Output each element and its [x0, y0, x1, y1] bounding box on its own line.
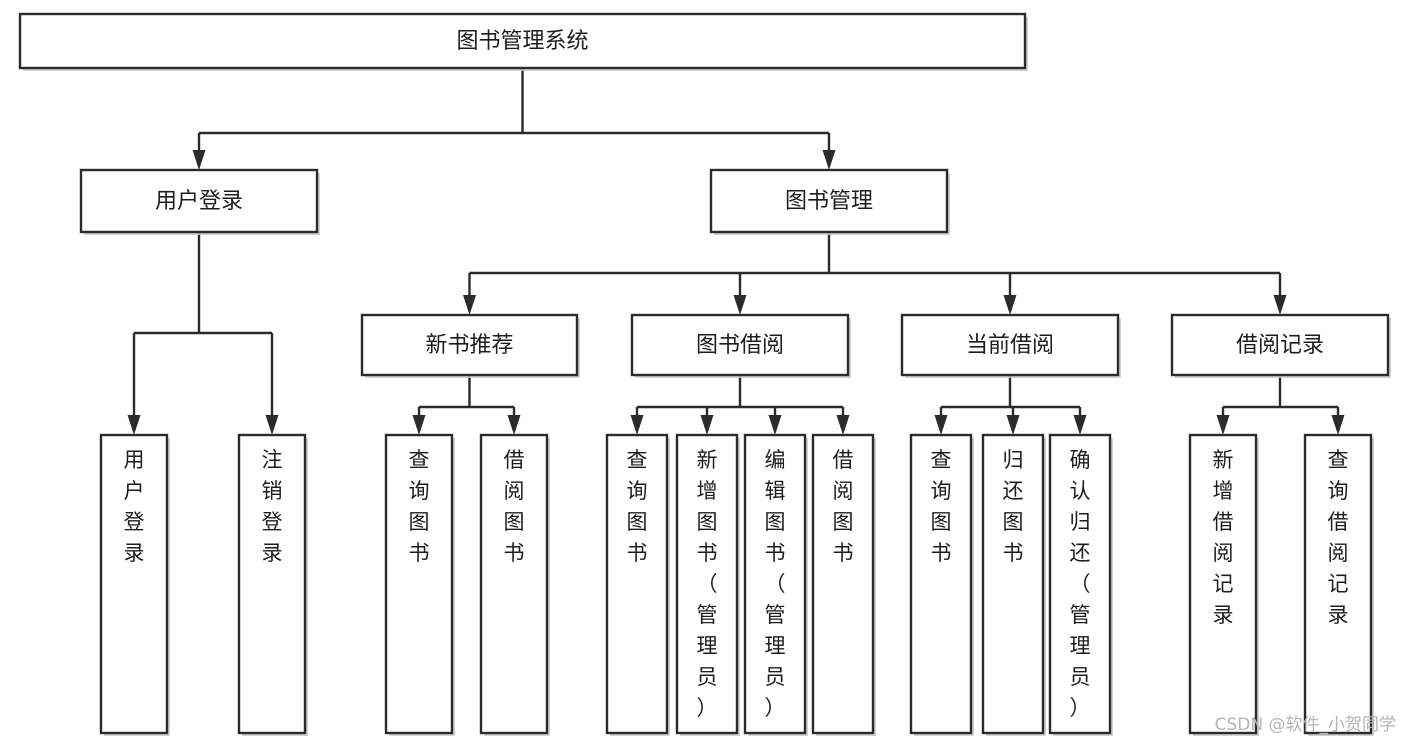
node-box[interactable] [1303, 433, 1373, 735]
connector-layer [127, 68, 1345, 435]
node-label: 新书推荐 [425, 333, 513, 358]
node-box[interactable] [605, 433, 669, 735]
node-label: 图书管理 [785, 189, 873, 214]
node-leaf-logout-login[interactable]: 注销登录 [237, 433, 308, 736]
node-box[interactable] [981, 433, 1045, 735]
node-leaf-return-book[interactable]: 归还图书 [981, 433, 1046, 736]
node-box[interactable] [709, 168, 949, 234]
arrow-head-icon [1003, 295, 1017, 315]
node-label: 图书借阅 [696, 333, 784, 358]
node-user-login[interactable]: 用户登录 [79, 168, 320, 235]
node-layer: 图书管理系统用户登录图书管理新书推荐图书借阅当前借阅借阅记录用户登录注销登录查询… [18, 12, 1391, 736]
node-label: 编辑图书（管理员） [765, 448, 786, 720]
node-label: 新增借阅记录 [1213, 448, 1234, 627]
node-leaf-add-record[interactable]: 新增借阅记录 [1188, 433, 1259, 736]
arrow-head-icon [934, 415, 948, 435]
arrow-head-icon [1273, 295, 1287, 315]
node-label: 图书管理系统 [456, 29, 588, 54]
node-box[interactable] [630, 313, 850, 377]
node-leaf-query-record[interactable]: 查询借阅记录 [1303, 433, 1374, 736]
node-leaf-edit-book[interactable]: 编辑图书（管理员） [743, 433, 808, 736]
node-leaf-user-login[interactable]: 用户登录 [99, 433, 170, 736]
node-box[interactable] [479, 433, 549, 735]
node-box[interactable] [1188, 433, 1258, 735]
node-leaf-borrow-book-2[interactable]: 借阅图书 [811, 433, 876, 736]
node-label: 注销登录 [262, 448, 283, 565]
arrow-head-icon [265, 415, 279, 435]
connector-group-new-book-recommend [412, 375, 521, 435]
connector-group-current-borrow [934, 375, 1087, 435]
node-leaf-query-book-3[interactable]: 查询图书 [909, 433, 974, 736]
node-label: 查询图书 [931, 448, 952, 565]
node-box[interactable] [743, 433, 807, 735]
node-current-borrow[interactable]: 当前借阅 [900, 313, 1121, 378]
node-label: 借阅图书 [833, 448, 854, 565]
connector-group-book-manage [463, 232, 1287, 315]
arrow-head-icon [1073, 415, 1087, 435]
node-box[interactable] [79, 168, 319, 234]
node-box[interactable] [811, 433, 875, 735]
arrow-head-icon [463, 295, 476, 315]
node-box[interactable] [237, 433, 307, 735]
node-label: 用户登录 [124, 448, 145, 565]
node-label: 借阅记录 [1236, 333, 1324, 358]
node-leaf-query-book-1[interactable]: 查询图书 [384, 433, 455, 736]
connector-group-book-borrow [630, 375, 850, 435]
node-box[interactable] [675, 433, 739, 735]
node-book-manage[interactable]: 图书管理 [709, 168, 950, 235]
node-label: 查询图书 [627, 448, 648, 565]
arrow-head-icon [507, 415, 521, 435]
node-box[interactable] [384, 433, 454, 735]
arrow-head-icon [630, 415, 644, 435]
arrow-head-icon [1006, 415, 1020, 435]
arrow-head-icon [127, 415, 141, 435]
node-label: 查询图书 [409, 448, 430, 565]
node-label: 归还图书 [1003, 448, 1024, 565]
node-box[interactable] [909, 433, 973, 735]
node-book-borrow[interactable]: 图书借阅 [630, 313, 851, 378]
node-label: 当前借阅 [966, 333, 1054, 358]
arrow-head-icon [700, 415, 714, 435]
node-leaf-confirm-return[interactable]: 确认归还（管理员） [1048, 433, 1113, 736]
node-label: 查询借阅记录 [1328, 448, 1349, 627]
arrow-head-icon [1331, 415, 1345, 435]
arrow-head-icon [822, 150, 836, 170]
connector-group-root [192, 68, 836, 170]
node-borrow-record[interactable]: 借阅记录 [1170, 313, 1391, 378]
arrow-head-icon [733, 295, 747, 315]
arrow-head-icon [1216, 415, 1230, 435]
node-label: 确认归还（管理员） [1070, 448, 1091, 720]
node-leaf-borrow-book-1[interactable]: 借阅图书 [479, 433, 550, 736]
node-new-book-recommend[interactable]: 新书推荐 [360, 313, 580, 378]
arrow-head-icon [768, 415, 782, 435]
node-leaf-add-book[interactable]: 新增图书（管理员） [675, 433, 740, 736]
node-box[interactable] [1170, 313, 1390, 377]
node-box[interactable] [99, 433, 169, 735]
node-label: 用户登录 [155, 189, 243, 214]
node-box[interactable] [360, 313, 579, 377]
arrow-head-icon [192, 150, 206, 170]
node-leaf-query-book-2[interactable]: 查询图书 [605, 433, 670, 736]
connector-group-user-login [127, 232, 279, 435]
node-label: 新增图书（管理员） [697, 448, 718, 720]
arrow-head-icon [836, 415, 850, 435]
arrow-head-icon [412, 415, 426, 435]
node-root[interactable]: 图书管理系统 [18, 12, 1028, 71]
connector-group-borrow-record [1216, 375, 1345, 435]
node-box[interactable] [18, 12, 1027, 70]
node-label: 借阅图书 [504, 448, 525, 565]
node-box[interactable] [1048, 433, 1112, 735]
csdn-watermark: CSDN @软件_小贺同学 [1215, 715, 1396, 735]
node-box[interactable] [900, 313, 1120, 377]
